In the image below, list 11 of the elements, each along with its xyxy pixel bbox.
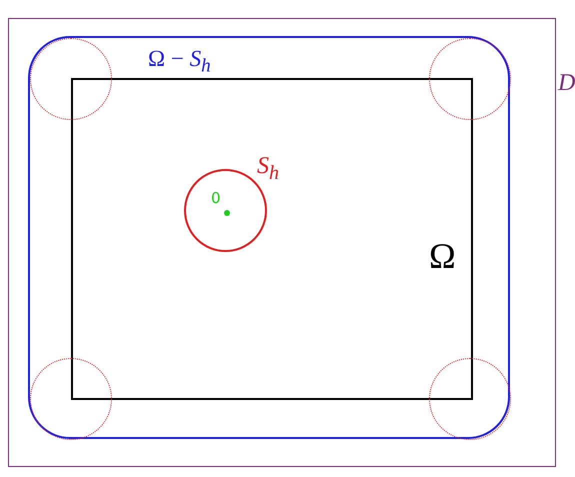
dotted-circle (30, 358, 112, 440)
rounded-rectangle (28, 36, 510, 439)
rectangle (71, 78, 473, 400)
region-label: Ω (429, 238, 456, 274)
circle-label: S$_{h}$ (257, 154, 279, 183)
dotted-circle (30, 38, 112, 120)
dotted-circle (429, 358, 511, 440)
point-label: 0 (211, 191, 221, 206)
region-label: Ω − S$_{h}$ (148, 47, 211, 76)
domain-label: D (558, 71, 575, 95)
dotted-circle (429, 38, 511, 120)
